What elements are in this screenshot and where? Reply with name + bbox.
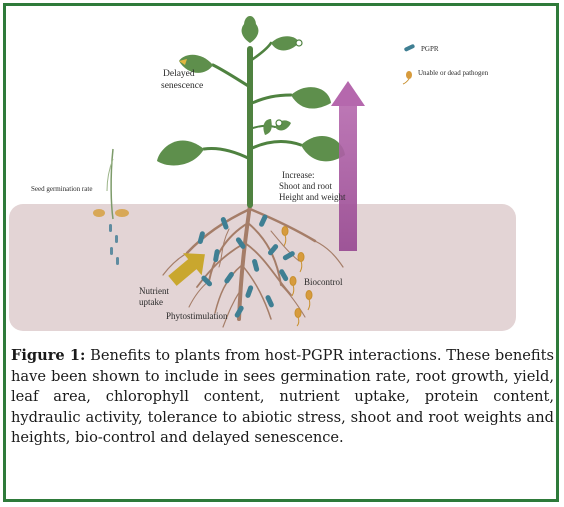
label-nutrient-uptake: Nutrient: [139, 286, 169, 296]
plant-leaves: [157, 16, 345, 166]
seedling: [93, 148, 129, 265]
flower-bud: [275, 119, 283, 127]
caption-text: Benefits to plants from host-PGPR intera…: [11, 347, 554, 447]
caption-label: Figure 1:: [11, 347, 86, 364]
label-delayed-senescence: Delayed: [163, 69, 195, 79]
root-system: [162, 203, 344, 328]
figure-caption: Figure 1: Benefits to plants from host-P…: [11, 346, 554, 449]
label-phytostimulation: Phytostimulation: [166, 311, 228, 321]
label-nutrient-uptake-2: uptake: [139, 297, 163, 307]
senescence-tip: [179, 59, 187, 65]
legend-pathogen-icon: [402, 71, 412, 85]
leaf-tip-bud: [295, 39, 303, 47]
soil-band: [9, 204, 516, 331]
pgpr-bacteria: [197, 214, 295, 318]
plant-stem: [202, 41, 303, 208]
label-shoot-root: Shoot and root: [279, 181, 332, 191]
nutrient-arrow: [168, 253, 205, 286]
label-increase: Increase:: [282, 170, 314, 180]
legend-pgpr-label: PGPR: [421, 45, 439, 53]
label-height-weight: Height and weight: [279, 192, 346, 202]
label-seed-germination: Seed germination rate: [31, 185, 92, 193]
pgpr-illustration: Delayed senescence Seed germination rate…: [9, 16, 516, 331]
legend-pathogen-label: Unable or dead pathogen: [418, 69, 489, 77]
label-biocontrol: Biocontrol: [304, 277, 343, 287]
legend-pgpr-icon: [404, 44, 415, 52]
dead-pathogens: [281, 226, 313, 327]
label-delayed-senescence-2: senescence: [161, 81, 203, 91]
growth-arrow: [331, 81, 365, 251]
